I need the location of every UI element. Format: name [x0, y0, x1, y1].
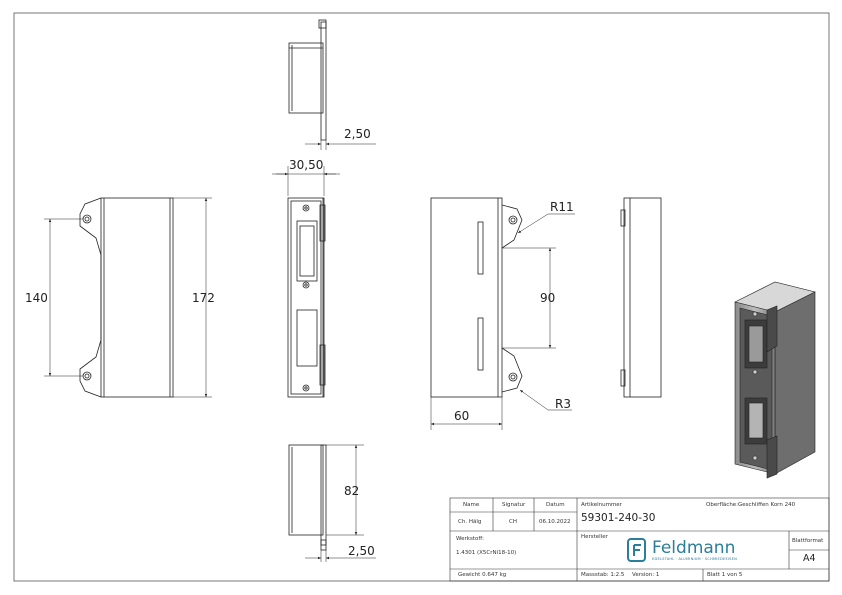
signature-value: CH	[509, 519, 517, 525]
logo-subtext: EDELSTAHL · ALUMINIUM · SCHMIEDEEISEN	[652, 557, 738, 561]
version-text: Version: 1	[632, 572, 660, 578]
sheet-format-value: A4	[803, 553, 816, 564]
feldmann-logo-icon	[627, 538, 646, 562]
surface-value: Geschliffen Korn 240	[738, 502, 796, 508]
name-value: Ch. Hälg	[458, 519, 482, 525]
side-view	[272, 166, 340, 398]
name-label: Name	[463, 502, 480, 508]
article-label: Artikelnummer	[581, 502, 622, 508]
sheet-format-label: Blattformat	[792, 538, 824, 544]
dim-side-top-thickness: 2,50	[344, 127, 371, 141]
dim-upper-radius: R11	[550, 200, 574, 214]
dim-side-bottom-thickness: 2,50	[348, 544, 375, 558]
dim-hole-spacing: 140	[25, 291, 48, 305]
side-elevation-view	[620, 197, 662, 398]
weight-text: Gewicht 0.647 kg	[458, 572, 507, 578]
dim-side-width: 30,50	[289, 158, 323, 172]
scale-text: Massstab: 1:2.5	[581, 572, 625, 578]
rear-view	[430, 197, 575, 430]
manufacturer-label: Hersteller	[581, 534, 608, 540]
drawing-frame	[13, 12, 830, 582]
article-number: 59301-240-30	[581, 512, 656, 524]
date-label: Datum	[546, 502, 565, 508]
dim-body-width: 60	[454, 409, 469, 423]
material-label: Werkstoff:	[456, 536, 484, 542]
isometric-view	[734, 281, 816, 479]
dim-slot-spacing: 90	[540, 291, 555, 305]
logo-wordmark: Feldmann	[652, 538, 736, 558]
bottom-view	[288, 444, 376, 562]
dim-overall-height: 172	[192, 291, 215, 305]
dim-side-bottom-height: 82	[344, 484, 359, 498]
surface-label: Oberfläche:	[706, 502, 739, 508]
sheet-text: Blatt 1 von 5	[707, 572, 743, 578]
title-block	[449, 497, 830, 582]
front-view	[44, 197, 212, 398]
date-value: 06.10.2022	[539, 519, 571, 525]
top-view	[288, 19, 376, 150]
signature-label: Signatur	[502, 502, 526, 508]
dim-lower-radius: R3	[555, 397, 571, 411]
material-value: 1.4301 (X5CrNi18-10)	[456, 550, 517, 556]
